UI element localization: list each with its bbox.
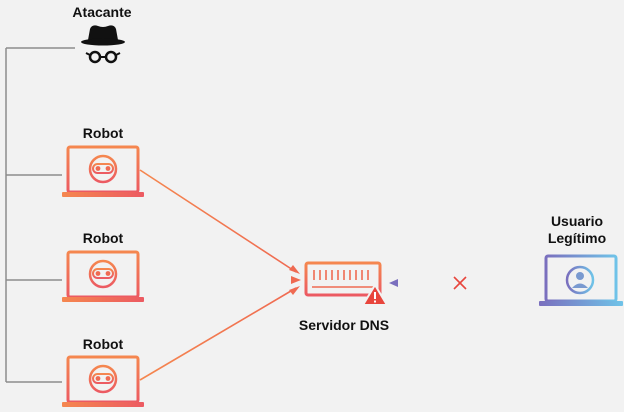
arrow-robot-3-to-dns [139,287,297,381]
warning-triangle-icon [362,284,388,306]
laptop-robot-icon [88,364,118,394]
robot-label-1: Robot [82,125,124,141]
user-to-dns-arrow [389,276,535,290]
arrowhead-3 [289,286,300,295]
arrowhead-1 [289,265,300,274]
arrowhead-user [389,279,398,287]
robot-laptop-2 [62,250,144,302]
laptop-user-icon [565,265,595,295]
dns-label: Servidor DNS [298,317,390,333]
robot-label-2: Robot [82,230,124,246]
arrowhead-2 [291,276,301,284]
attacker-label: Atacante [72,4,132,20]
server-rack-icon [304,261,382,297]
robot-laptop-3 [62,355,144,407]
user-laptop [539,254,623,306]
arrow-robot-1-to-dns [139,169,297,273]
laptop-robot-icon [88,154,118,184]
robot-label-3: Robot [82,336,124,352]
robot-to-dns-arrows [139,169,297,381]
user-label-line2: Legítimo [547,230,607,246]
user-label-line1: Usuario [550,213,604,229]
laptop-robot-icon [88,259,118,289]
spy-hat-icon [81,25,125,64]
robot-laptop-1 [62,145,144,197]
x-mark-icon [453,276,467,290]
control-bus [5,47,75,383]
arrowheads [289,265,301,295]
